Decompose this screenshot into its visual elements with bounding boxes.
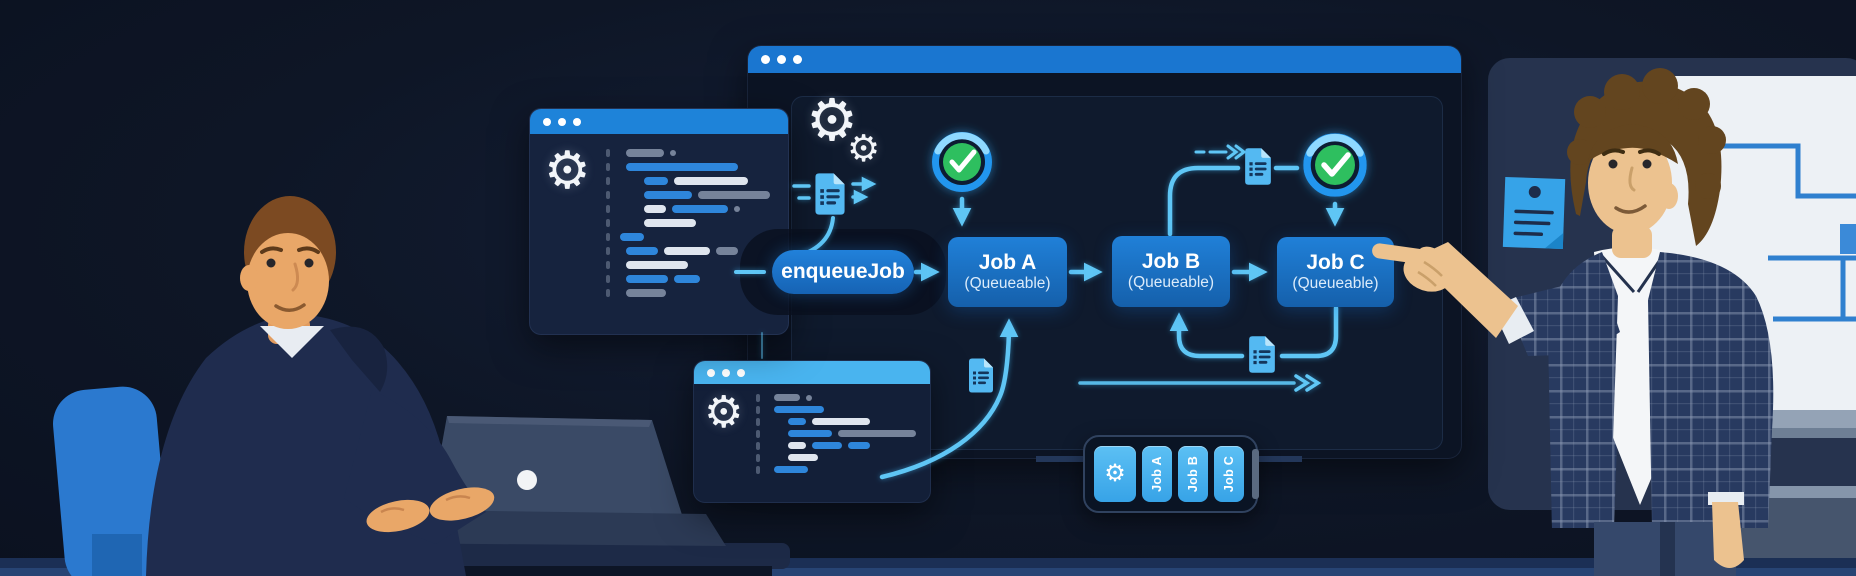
window-control-dot — [737, 368, 745, 377]
window-control-dot — [777, 55, 786, 64]
code-editor-window-2: ⚙ — [693, 360, 931, 503]
queue-tile-label: Job A — [1150, 456, 1165, 492]
enqueuejob-label: enqueueJob — [781, 260, 905, 283]
face — [1588, 132, 1672, 234]
queue-tile: Job C — [1214, 446, 1244, 502]
queue-slot-divider — [1252, 449, 1259, 499]
window-control-dot — [558, 117, 566, 126]
whiteboard — [1636, 76, 1856, 438]
job-title: Job B — [1141, 250, 1201, 274]
job-subtitle: (Queueable) — [964, 274, 1051, 292]
desk — [178, 543, 790, 576]
window-control-dot — [793, 55, 802, 64]
gear-icon: ⚙ — [1104, 460, 1126, 487]
job-subtitle: (Queueable) — [1127, 274, 1215, 292]
gear-icon: ⚙ — [704, 388, 744, 437]
window-control-dot — [761, 55, 770, 64]
window-control-dot — [722, 368, 730, 377]
cabinet — [1732, 486, 1856, 576]
job-box-a: Job A (Queueable) — [948, 237, 1067, 307]
gear-icon: ⚙ — [544, 142, 591, 200]
code-lines — [606, 149, 776, 303]
job-subtitle: (Queueable) — [1292, 274, 1379, 292]
tshirt-collar — [260, 326, 324, 358]
window-titlebar — [748, 46, 1461, 73]
queue-panel: ⚙ Job A Job B Job C — [1083, 435, 1259, 513]
pin-dot-icon — [1528, 186, 1541, 199]
typing-hands — [366, 487, 495, 533]
office-chair — [53, 386, 169, 576]
developer-at-laptop — [146, 196, 495, 576]
whiteboard-tray — [1636, 410, 1856, 434]
sticky-note — [1502, 176, 1566, 250]
window-control-dot — [573, 117, 581, 126]
laptop — [246, 416, 726, 546]
queue-tile: Job A — [1142, 446, 1172, 502]
window-control-dot — [543, 117, 551, 126]
job-box-c: Job C (Queueable) — [1277, 237, 1394, 307]
queue-tile: Job B — [1178, 446, 1208, 502]
floor-strip — [0, 558, 1856, 576]
face — [247, 233, 329, 329]
hair — [244, 196, 336, 308]
job-title: Job A — [978, 250, 1037, 274]
laptop-logo-dot — [517, 470, 537, 490]
gear-icon: ⚙ — [806, 88, 858, 153]
gear-icon: ⚙ — [847, 128, 881, 169]
whiteboard-flowchart-lines — [1723, 143, 1856, 322]
enqueuejob-pill: enqueueJob — [772, 250, 914, 294]
curly-hair — [1570, 81, 1722, 247]
window-control-dot — [707, 368, 715, 377]
window-titlebar — [694, 361, 930, 384]
queue-tile-processor: ⚙ — [1094, 446, 1136, 502]
window-titlebar — [530, 109, 788, 134]
queue-tile-label: Job C — [1222, 455, 1237, 493]
job-box-b: Job B (Queueable) — [1112, 236, 1230, 307]
wall-panel — [1488, 58, 1856, 510]
queue-tile-label: Job B — [1186, 455, 1201, 493]
job-title: Job C — [1306, 250, 1365, 274]
code-lines — [756, 393, 922, 478]
